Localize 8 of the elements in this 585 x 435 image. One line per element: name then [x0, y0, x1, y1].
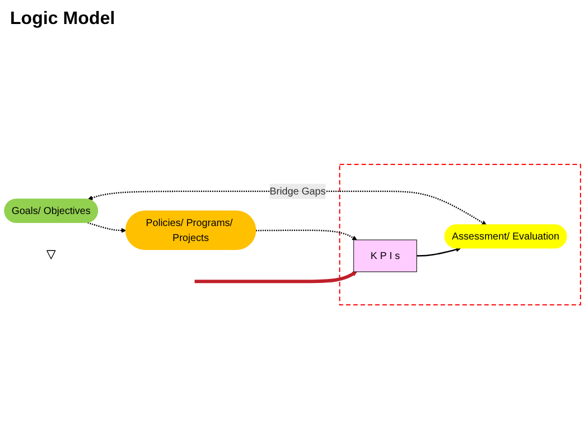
arrow [88, 222, 126, 234]
arrow [256, 230, 358, 240]
cluster [339, 164, 582, 306]
arrow [194, 272, 358, 284]
annotation-text: Logic Model [10, 8, 115, 29]
arrow [416, 247, 461, 257]
node-box: K P I s [353, 240, 418, 272]
edge-label: Bridge Gaps [270, 186, 326, 198]
